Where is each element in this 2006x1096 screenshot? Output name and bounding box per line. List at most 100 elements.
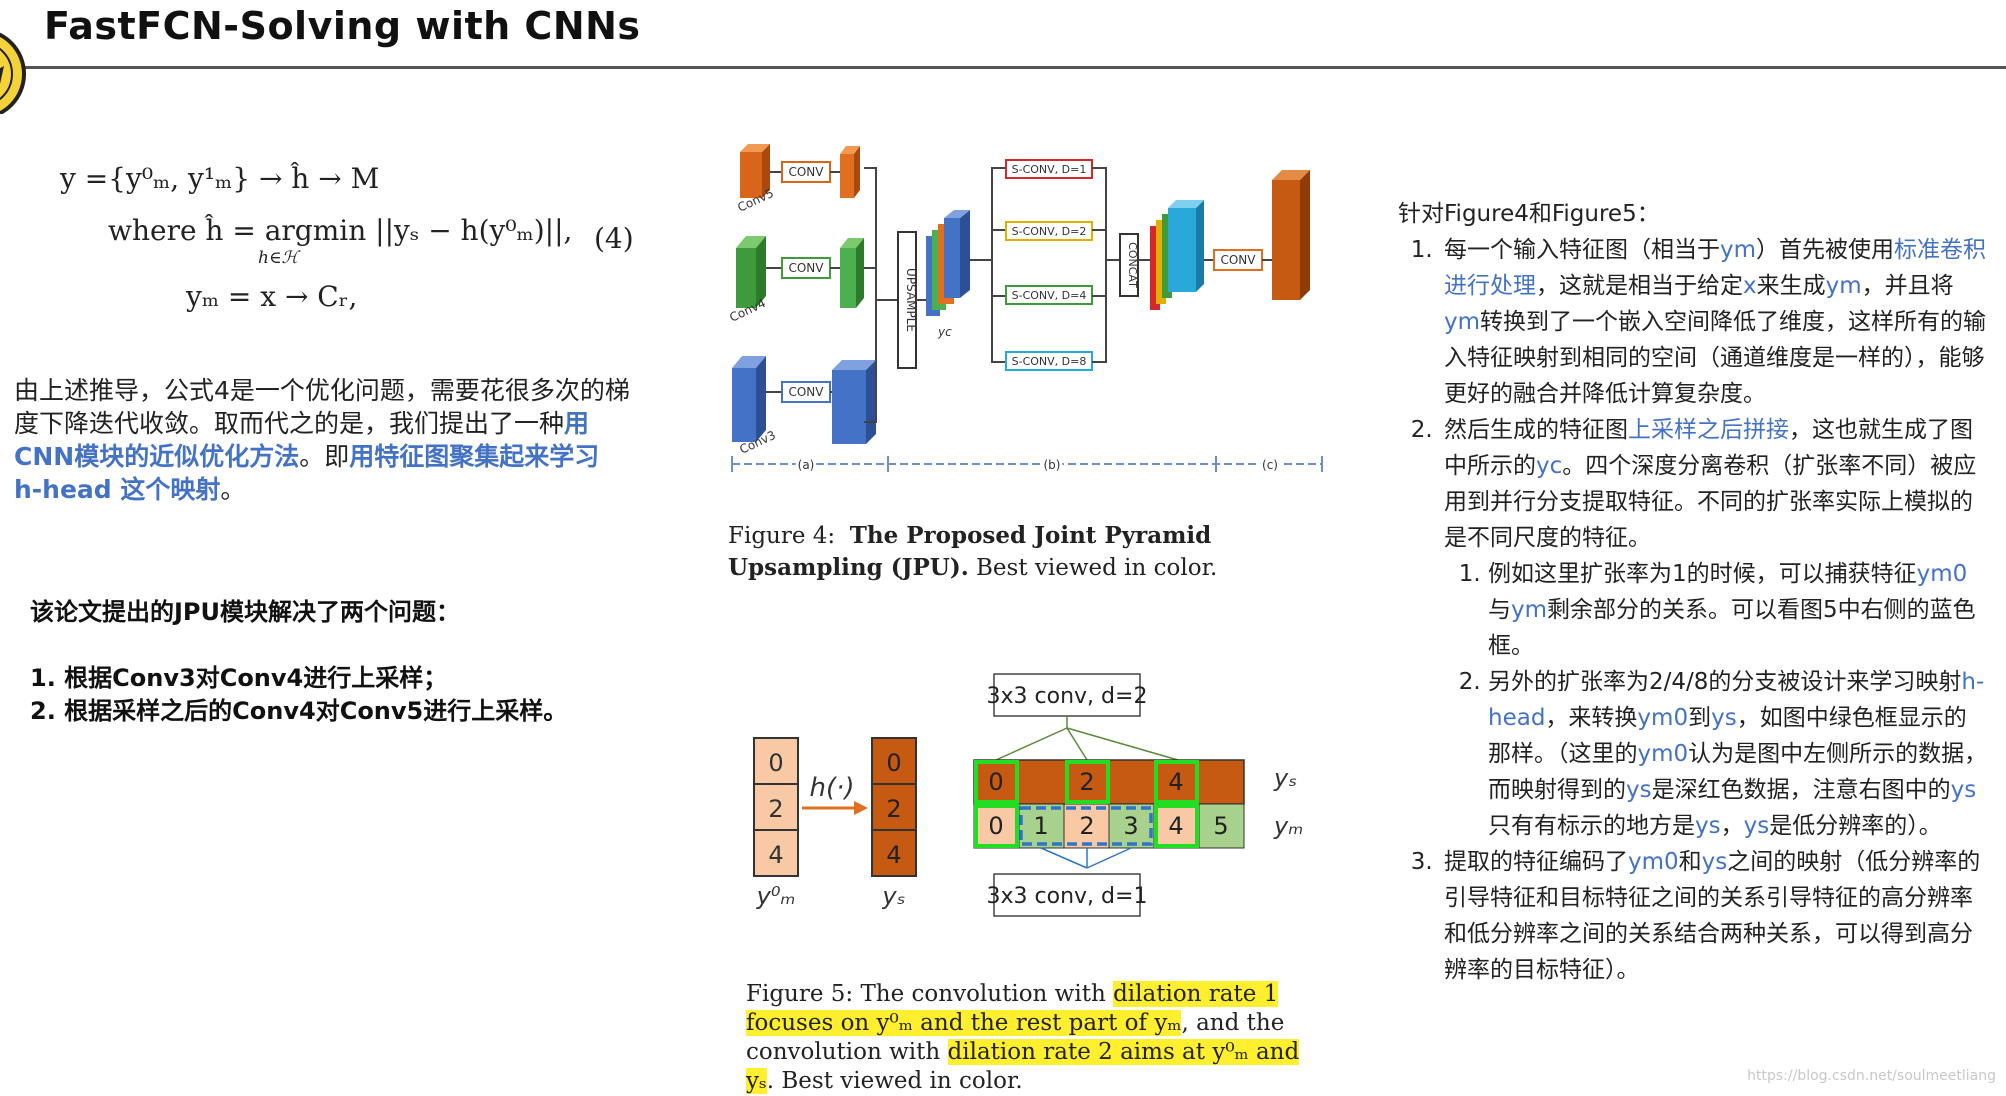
para-highlight-2: 用特征图聚集起来学习 h-head 这个映射 <box>14 442 600 504</box>
figure-5-dilation-diagram: 0 2 4 y⁰ₘ h(·) 0 2 4 yₛ 3x3 conv, d=2 0 … <box>753 673 1303 917</box>
equation-line-1: y ={y⁰ₘ, y¹ₘ} → ĥ → M <box>60 162 380 195</box>
sconv-d1-label: S-CONV, D=1 <box>1012 163 1087 176</box>
explanation-list: 每一个输入特征图（相当于ym）首先被使用标准卷积进行处理，这就是相当于给定x来生… <box>1398 232 1988 988</box>
item2-term-upsample-concat: 上采样之后拼接 <box>1628 417 1789 443</box>
figure-5-caption-text-1: The convolution with <box>853 981 1114 1007</box>
problems-block: 该论文提出的JPU模块解决了两个问题： 1. 根据Conv3对Conv4进行上采… <box>30 596 630 728</box>
sub2-term-ym0-2: ym0 <box>1637 741 1689 767</box>
sub2-text-0: 另外的扩张率为2/4/8的分支被设计来学习映射 <box>1488 669 1962 695</box>
explanation-subitem-1: 例如这里扩张率为1的时候，可以捕获特征ym0 与ym剩余部分的关系。可以看图5中右… <box>1488 556 1988 664</box>
yc-feature-stack <box>926 210 970 316</box>
equation-number: (4) <box>594 222 634 255</box>
figure-4-caption: Figure 4: The Proposed Joint Pyramid Ups… <box>728 520 1328 584</box>
item1-text-4: ，这就是相当于给定 <box>1536 273 1743 299</box>
ys-row-cell-2: 2 <box>1079 768 1094 796</box>
concat-box <box>1119 233 1139 297</box>
ym-row-cell-4: 4 <box>1168 812 1183 840</box>
item1-text-8: ，并且将 <box>1861 273 1954 299</box>
equation-line-3: yₘ = x → Cᵣ, <box>186 280 358 313</box>
sub2-text-14: ， <box>1720 813 1744 839</box>
item1-text-10: 转换到了一个嵌入空间降低了维度，这样所有的输入特征映射到相同的空间（通道维度是一… <box>1444 309 1987 407</box>
sub2-text-16: 是低分辨率的）。 <box>1769 813 1942 839</box>
conv-d2-box <box>993 673 1141 717</box>
ym0-label: y⁰ₘ <box>756 882 796 910</box>
ys-cell-0: 0 <box>886 749 901 777</box>
upsample-label: UPSAMPLE <box>904 268 918 332</box>
problem-1: 1. 根据Conv3对Conv4进行上采样； <box>30 664 448 692</box>
equation-line-2: where ĥ = argmin ||yₛ − h(y⁰ₘ)||, <box>108 214 572 247</box>
para-text-3: 。 <box>220 475 246 504</box>
sub1-text-0: 例如这里扩张率为1的时候，可以捕获特征 <box>1488 561 1917 587</box>
conv-d1-box <box>993 873 1141 917</box>
dilation-1-window <box>1019 806 1153 846</box>
item3-term-ys: ys <box>1701 849 1728 875</box>
problems-intro: 该论文提出的JPU模块解决了两个问题： <box>30 598 461 626</box>
ym-row-cell-2: 2 <box>1079 812 1094 840</box>
explanation-intro: 针对Figure4和Figure5： <box>1398 201 1660 227</box>
explanation-subitem-2: 另外的扩张率为2/4/8的分支被设计来学习映射h-head，来转换ym0到ys，… <box>1488 664 1988 844</box>
explanation-item-1: 每一个输入特征图（相当于ym）首先被使用标准卷积进行处理，这就是相当于给定x来生… <box>1440 232 1988 412</box>
title-divider <box>0 66 2006 69</box>
sub1-text-4: 剩余部分的关系。可以看图5中右侧的蓝色框。 <box>1488 597 1976 659</box>
conv5-input-block <box>740 144 770 198</box>
equation-argmin-subscript: h∈ℋ <box>258 248 299 268</box>
explanation-item-2: 然后生成的特征图上采样之后拼接，这也就生成了图中所示的yc。四个深度分离卷积（扩… <box>1440 412 1988 844</box>
sub2-term-ys: ys <box>1711 705 1737 731</box>
figure-5-caption: Figure 5: The convolution with dilation … <box>746 980 1316 1096</box>
section-b-label: (b) <box>1044 458 1061 472</box>
blog-watermark: https://blog.csdn.net/soulmeetliang <box>1747 1068 1996 1084</box>
item2-text-2: ，这也就生成了图中所示的 <box>1444 417 1973 479</box>
sub1-term-ym: ym <box>1511 597 1548 623</box>
final-output-block <box>1272 170 1310 300</box>
conv3-conv-label: CONV <box>788 385 824 399</box>
item1-term-ym-2: ym <box>1825 273 1862 299</box>
ys-row-cell-4: 4 <box>1168 768 1183 796</box>
h-mapping-label: h(·) <box>809 773 854 803</box>
ys-label: yₛ <box>881 882 905 910</box>
item1-term-standard-conv: 标准卷积进行处理 <box>1444 237 1987 299</box>
sub2-term-ys-2: ys <box>1626 777 1652 803</box>
slide-title: FastFCN-Solving with CNNs <box>44 4 641 48</box>
sub2-text-10: 是深红色数据，注意右图中的 <box>1651 777 1951 803</box>
ym-row-cell-1: 1 <box>1033 812 1048 840</box>
row-ym-label: yₘ <box>1273 812 1303 840</box>
ym0-cell-2: 4 <box>768 841 783 869</box>
conv3-input-block <box>732 356 766 442</box>
sconv-d2-label: S-CONV, D=2 <box>1012 225 1087 238</box>
conv4-conv-label: CONV <box>788 261 824 275</box>
para-text-1: 由上述推导，公式4是一个优化问题，需要花很多次的梯度下降迭代收敛。取而代之的是，… <box>14 376 630 438</box>
section-a-label: (a) <box>798 458 815 472</box>
sub2-term-ys-5: ys <box>1743 813 1770 839</box>
para-text-2: 。即 <box>299 442 350 471</box>
conv5-output-block <box>840 146 860 198</box>
figure-5-caption-text-2: , and the convolution with <box>746 1010 1285 1065</box>
sub2-term-ym0: ym0 <box>1637 705 1689 731</box>
conv4-output-block <box>840 238 864 308</box>
sconv-d4-label: S-CONV, D=4 <box>1012 289 1087 302</box>
ys-row-cell-0: 0 <box>988 768 1003 796</box>
ym-row-cell-5: 5 <box>1213 812 1228 840</box>
figure-4-caption-label: Figure 4: <box>728 523 836 549</box>
item1-text-0: 每一个输入特征图（相当于 <box>1444 237 1720 263</box>
explanation-sublist: 例如这里扩张率为1的时候，可以捕获特征ym0与ym剩余部分的关系。可以看图5中右… <box>1444 556 1988 844</box>
ys-cell-1: 2 <box>886 795 901 823</box>
sub2-term-h-head: h-head <box>1488 669 1985 731</box>
conv4-input-block <box>736 236 766 308</box>
ym0-cell-0: 0 <box>768 749 783 777</box>
row-ys-label: yₛ <box>1273 764 1297 792</box>
university-seal-logo <box>0 32 26 114</box>
ys-cell-2: 4 <box>886 841 901 869</box>
item2-text-0: 然后生成的特征图 <box>1444 417 1628 443</box>
figure-4-caption-rest: Best viewed in color. <box>968 555 1218 581</box>
sub1-term-ym0: ym0 <box>1916 561 1968 587</box>
item1-term-ym: ym <box>1720 237 1757 263</box>
explanation-item-3: 提取的特征编码了ym0和ys之间的映射（低分辨率的引导特征和目标特征之间的关系引… <box>1440 844 1988 988</box>
sub1-text-2: 与 <box>1488 597 1511 623</box>
sub2-text-12: 只有有标示的地方是 <box>1488 813 1695 839</box>
item2-text-4: 。四个深度分离卷积（扩张率不同）被应用到并行分支提取特征。不同的扩张率实际上模拟… <box>1444 453 1977 551</box>
sconv-d8-label: S-CONV, D=8 <box>1012 355 1087 368</box>
item3-term-ym0: ym0 <box>1628 849 1679 875</box>
conv5-conv-label: CONV <box>788 165 824 179</box>
yc-label: yc <box>937 325 952 339</box>
equation-line-2-suffix: ||yₛ − h(y⁰ₘ)||, <box>375 214 573 247</box>
